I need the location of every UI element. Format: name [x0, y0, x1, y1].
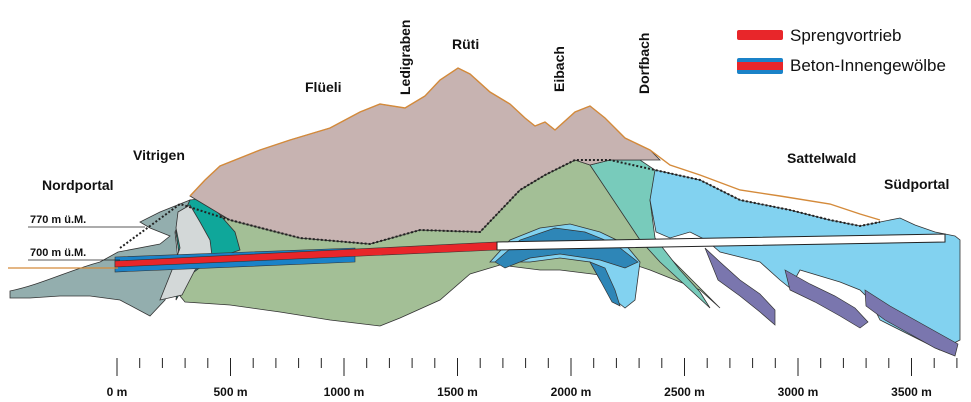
scale-tick-label: 0 m	[107, 385, 128, 399]
label-suedportal: Südportal	[884, 176, 949, 192]
scale-tick-label: 1500 m	[437, 385, 478, 399]
scale-tick-label: 3000 m	[778, 385, 819, 399]
dark-blue-fold-eibach	[589, 261, 621, 307]
scale-tick-label: 500 m	[213, 385, 247, 399]
purple-band-2	[784, 269, 869, 329]
label-flueli: Flüeli	[305, 79, 342, 95]
label-eibach: Eibach	[551, 46, 567, 92]
scale-tick-label: 1000 m	[324, 385, 365, 399]
legend-swatch-concrete-vault-inner	[737, 62, 783, 70]
label-nordportal: Nordportal	[42, 177, 114, 193]
purple-band-3	[864, 289, 959, 357]
label-rueti: Rüti	[452, 36, 479, 52]
elevation-label-770: 770 m ü.M.	[30, 214, 86, 226]
label-dorfbach: Dorfbach	[636, 33, 652, 94]
scale-tick-label: 3500 m	[891, 385, 932, 399]
scale-tick-label: 2000 m	[551, 385, 592, 399]
tunnel-remaining-section	[496, 233, 946, 251]
label-ledigraben: Ledigraben	[397, 20, 413, 95]
distance-scale: 0 m 500 m 1000 m 1500 m 2000 m 2500 m 3000 m 35…	[107, 358, 958, 399]
slope-deposit-north	[9, 199, 191, 317]
label-sattelwald: Sattelwald	[787, 150, 856, 166]
legend-label-concrete-vault: Beton-Innengewölbe	[790, 56, 946, 75]
legend-label-blasting: Sprengvortrieb	[790, 26, 902, 45]
legend: Sprengvortrieb Beton-Innengewölbe	[737, 26, 946, 75]
label-vitrigen: Vitrigen	[133, 147, 185, 163]
purple-band-1	[704, 247, 776, 326]
thrust-line-dotted	[119, 159, 881, 249]
grey-band-vitrigen	[159, 204, 213, 301]
legend-swatch-blasting	[737, 30, 783, 40]
elevation-label-700: 700 m ü.M.	[30, 247, 86, 259]
scale-tick-label: 2500 m	[664, 385, 705, 399]
topographic-surface-line	[189, 67, 881, 221]
